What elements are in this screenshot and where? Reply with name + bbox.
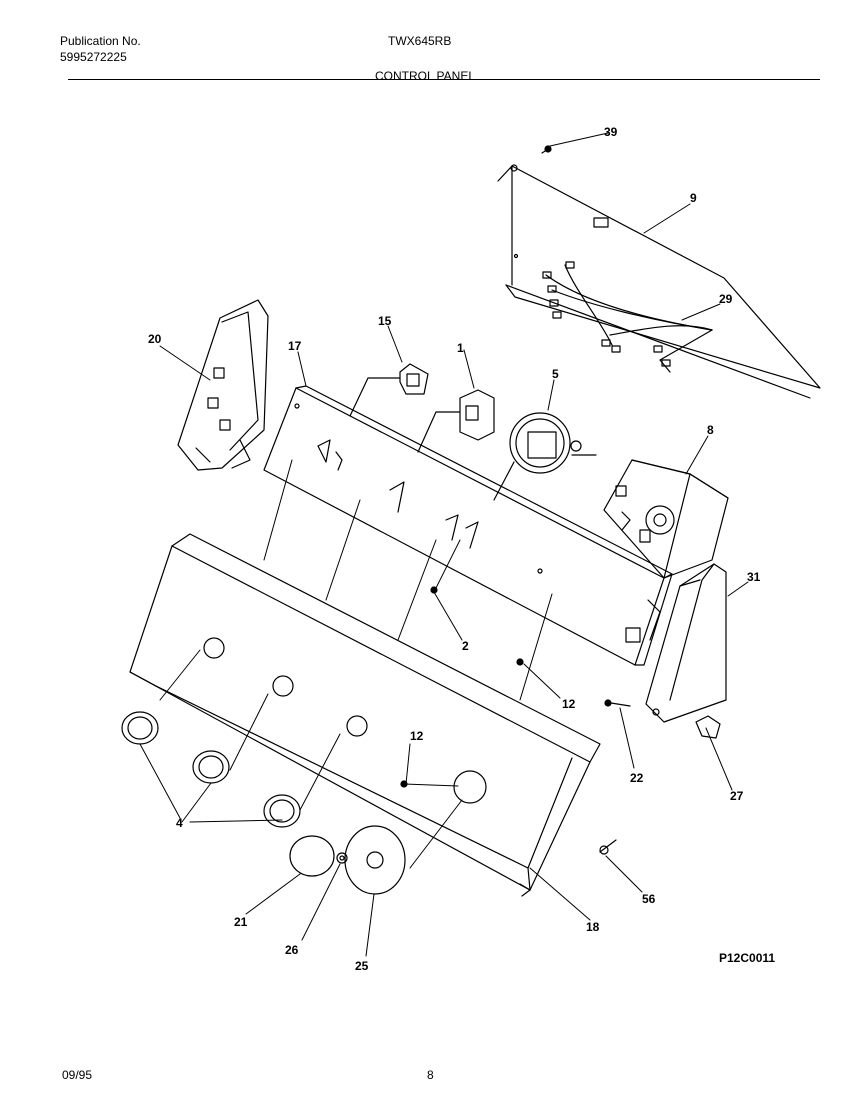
control-panel-plate-part-17 — [263, 385, 673, 666]
callout-27: 27 — [730, 789, 744, 803]
callout-17: 17 — [288, 339, 302, 353]
callout-29: 29 — [719, 292, 733, 306]
page-number: 8 — [427, 1068, 434, 1082]
callout-15: 15 — [378, 314, 392, 328]
footer-date: 09/95 — [62, 1068, 93, 1082]
callout-2: 2 — [462, 639, 469, 653]
callout-39: 39 — [604, 125, 618, 139]
callout-31: 31 — [747, 570, 761, 584]
callout-20: 20 — [148, 332, 162, 346]
callout-21: 21 — [234, 915, 248, 929]
screw-part-56 — [599, 839, 617, 855]
end-cap-part-31 — [645, 563, 727, 723]
switch-part-15 — [349, 363, 429, 417]
washer-part-26 — [336, 852, 348, 864]
model-number: TWX645RB — [388, 34, 452, 48]
callout-25: 25 — [355, 959, 369, 973]
callout-5: 5 — [552, 367, 559, 381]
callout-4: 4 — [176, 816, 183, 830]
clip-part-27 — [695, 715, 721, 739]
callout-9: 9 — [690, 191, 697, 205]
diagram-code: P12C0011 — [719, 951, 776, 965]
callout-22: 22 — [630, 771, 644, 785]
knob-part-21 — [289, 835, 335, 877]
callout-8: 8 — [707, 423, 714, 437]
callout-1: 1 — [457, 341, 464, 355]
callout-12-lower: 12 — [410, 729, 424, 743]
publication-label: Publication No. — [60, 34, 141, 48]
screw-part-12 — [400, 658, 524, 788]
callout-12-upper: 12 — [562, 697, 576, 711]
screw-part-22 — [604, 699, 631, 707]
switch-part-1 — [417, 389, 495, 453]
screw-part-2 — [430, 586, 438, 594]
screw-part-39 — [541, 145, 552, 154]
timer-part-8 — [603, 459, 729, 579]
callout-56: 56 — [642, 892, 656, 906]
header-rule — [68, 79, 820, 80]
end-bracket-part-20 — [177, 299, 269, 471]
wire-harness-part-29 — [542, 261, 713, 373]
dial-part-25 — [344, 825, 406, 895]
callout-26: 26 — [285, 943, 299, 957]
publication-number: 5995272225 — [60, 50, 127, 64]
callout-18: 18 — [586, 920, 600, 934]
console-part-18 — [129, 533, 601, 897]
rear-panel-part-9 — [497, 164, 821, 399]
leader-lines — [139, 132, 749, 957]
selector-switch-part-5 — [493, 412, 597, 501]
knob-part-4 — [121, 711, 301, 828]
